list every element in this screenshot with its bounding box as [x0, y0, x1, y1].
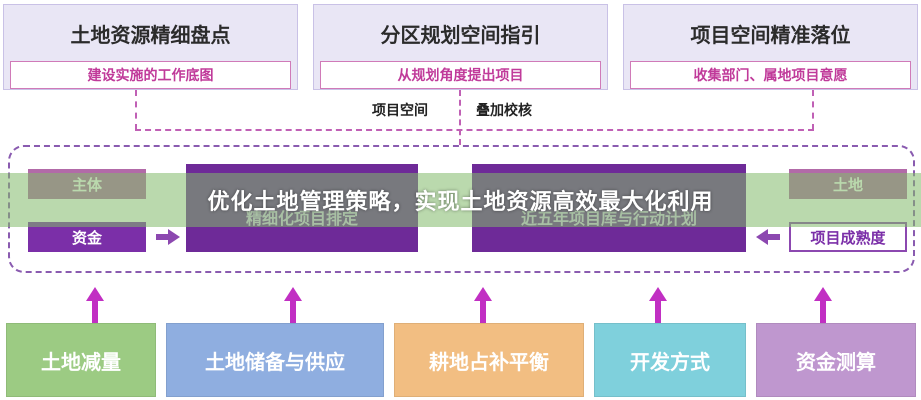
arrow-left-icon [756, 229, 780, 245]
arrow-up-icon [814, 287, 832, 323]
label-overlay-check: 叠加校核 [476, 103, 532, 119]
top-box-zoning-guidance: 分区规划空间指引 从规划角度提出项目 [313, 4, 608, 90]
connector-right-down [812, 90, 814, 130]
right-box-project-maturity: 项目成熟度 [789, 222, 907, 252]
top-box-title: 土地资源精细盘点 [70, 22, 231, 47]
top-box-title: 分区规划空间指引 [380, 22, 541, 47]
bottom-box-land-reserve-supply: 土地储备与供应 [166, 323, 384, 397]
bottom-box-funding-estimate: 资金测算 [756, 323, 916, 397]
connector-center-down [459, 90, 461, 145]
bottom-box-development-mode: 开发方式 [594, 323, 746, 397]
connector-horizontal [135, 129, 814, 131]
bottom-box-farmland-balance: 耕地占补平衡 [394, 323, 584, 397]
bottom-box-land-reduction: 土地减量 [6, 323, 156, 397]
top-box-subtitle: 建设实施的工作底图 [10, 61, 291, 89]
top-box-subtitle: 收集部门、属地项目意愿 [630, 61, 911, 89]
arrow-up-icon [86, 287, 104, 323]
top-box-subtitle: 从规划角度提出项目 [320, 61, 601, 89]
arrow-up-icon [284, 287, 302, 323]
connector-left-down [135, 90, 137, 130]
headline-banner: 优化土地管理策略，实现土地资源高效最大化利用 [0, 173, 921, 227]
top-box-project-placement: 项目空间精准落位 收集部门、属地项目意愿 [623, 4, 918, 90]
left-box-funding: 资金 [28, 222, 146, 252]
arrow-up-icon [649, 287, 667, 323]
top-box-title: 项目空间精准落位 [690, 22, 851, 47]
arrow-right-icon [156, 229, 180, 245]
top-box-resource-inventory: 土地资源精细盘点 建设实施的工作底图 [3, 4, 298, 90]
label-project-space: 项目空间 [372, 103, 428, 119]
arrow-up-icon [474, 287, 492, 323]
